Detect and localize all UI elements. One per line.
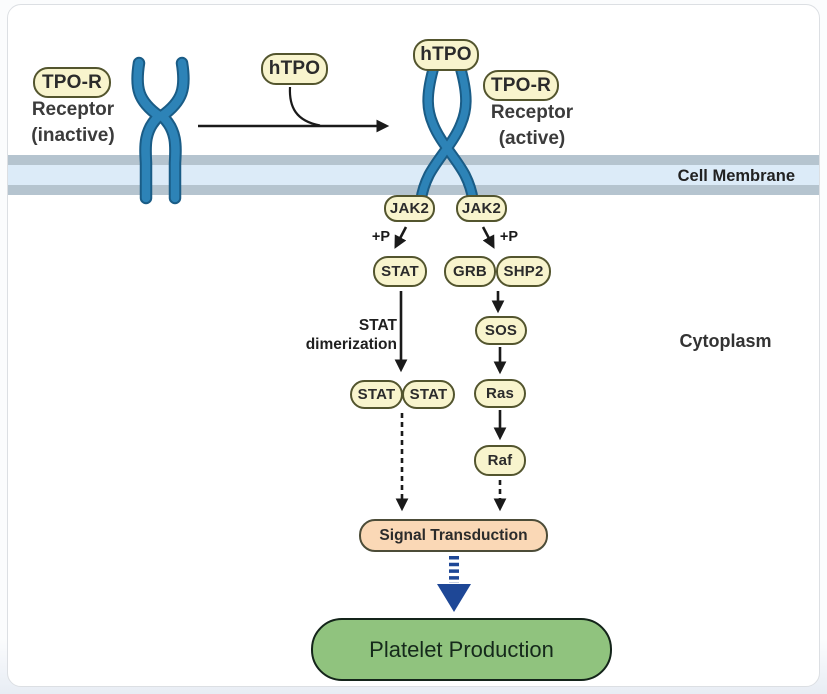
platelet-production-box: Platelet Production bbox=[311, 618, 612, 681]
jak2-left-label: JAK2 bbox=[389, 200, 430, 217]
jak2-right-pill: JAK2 bbox=[456, 195, 507, 222]
signal-transduction-label: Signal Transduction bbox=[379, 526, 528, 544]
raf-pill: Raf bbox=[474, 445, 526, 476]
grb-label: GRB bbox=[453, 263, 487, 280]
stat-dimer-left-label: STAT bbox=[357, 386, 396, 403]
shp2-label: SHP2 bbox=[503, 263, 544, 280]
stat-dimerization-caption-line1: STAT bbox=[358, 317, 397, 334]
htpo-bound-pill: hTPO bbox=[413, 39, 479, 71]
tpo-r-active-pill: TPO-R bbox=[483, 70, 559, 101]
phospho-right-label: +P bbox=[499, 229, 519, 245]
receptor-inactive-line2: (inactive) bbox=[31, 125, 115, 146]
stat-dimer-right-pill: STAT bbox=[402, 380, 455, 409]
receptor-active-line1: Receptor bbox=[490, 102, 574, 123]
tpo-r-inactive-pill: TPO-R bbox=[33, 67, 111, 98]
stat-dimerization-caption: STAT dimerization bbox=[297, 316, 397, 355]
ras-pill: Ras bbox=[474, 379, 526, 408]
platelet-production-label: Platelet Production bbox=[369, 636, 554, 662]
stat-pill: STAT bbox=[373, 256, 427, 287]
shp2-pill: SHP2 bbox=[496, 256, 551, 287]
stat-dimer-left-pill: STAT bbox=[350, 380, 403, 409]
ras-label: Ras bbox=[485, 385, 515, 402]
receptor-inactive-line1: Receptor bbox=[31, 99, 115, 120]
phospho-left-label: +P bbox=[371, 229, 391, 245]
tpo-r-active-label: TPO-R bbox=[490, 74, 552, 96]
stat-label: STAT bbox=[381, 263, 419, 280]
cytoplasm-label: Cytoplasm bbox=[679, 331, 772, 351]
tpo-r-inactive-label: TPO-R bbox=[41, 71, 103, 93]
membrane-outer-leaflet-bottom bbox=[8, 185, 819, 195]
htpo-free-pill: hTPO bbox=[261, 53, 328, 85]
grb-pill: GRB bbox=[444, 256, 496, 287]
cell-membrane-label: Cell Membrane bbox=[677, 167, 795, 185]
sos-label: SOS bbox=[484, 322, 518, 339]
signal-transduction-box: Signal Transduction bbox=[359, 519, 548, 552]
raf-label: Raf bbox=[487, 452, 513, 469]
stat-dimerization-caption-line2: dimerization bbox=[305, 336, 397, 354]
jak2-left-pill: JAK2 bbox=[384, 195, 435, 222]
htpo-free-label: hTPO bbox=[268, 58, 321, 79]
membrane-bilayer-core bbox=[8, 165, 819, 185]
stat-dimer-right-label: STAT bbox=[409, 386, 448, 403]
sos-pill: SOS bbox=[475, 316, 527, 345]
receptor-active-line2: (active) bbox=[498, 128, 566, 149]
jak2-right-label: JAK2 bbox=[461, 200, 502, 217]
htpo-bound-label: hTPO bbox=[420, 44, 472, 65]
membrane-outer-leaflet-top bbox=[8, 155, 819, 165]
